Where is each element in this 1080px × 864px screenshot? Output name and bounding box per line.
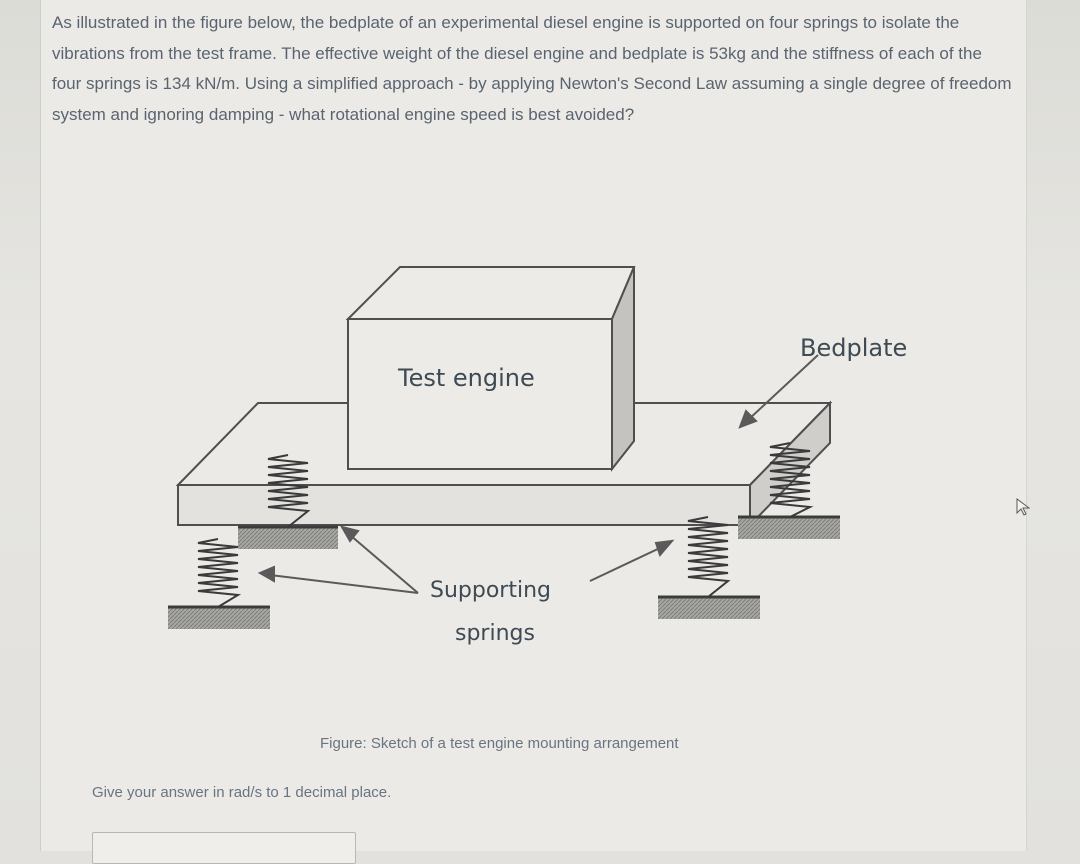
question-text: As illustrated in the figure below, the … [52,13,1012,124]
supporting-springs [197,442,814,608]
springs-label-line2: springs [455,621,535,646]
figure-caption: Figure: Sketch of a test engine mounting… [320,735,679,752]
springs-label-line1: Supporting [430,578,551,603]
mouse-pointer-icon [1016,498,1031,516]
test-engine-block [345,266,636,472]
engine-label: Test engine [397,364,535,392]
answer-hint: Give your answer in rad/s to 1 decimal p… [92,784,392,801]
leader-arrows [257,354,819,594]
bedplate-label: Bedplate [800,334,907,362]
answer-input[interactable] [92,832,356,864]
engine-mounting-figure: Test engine Bedplate Supporting springs [150,255,930,675]
